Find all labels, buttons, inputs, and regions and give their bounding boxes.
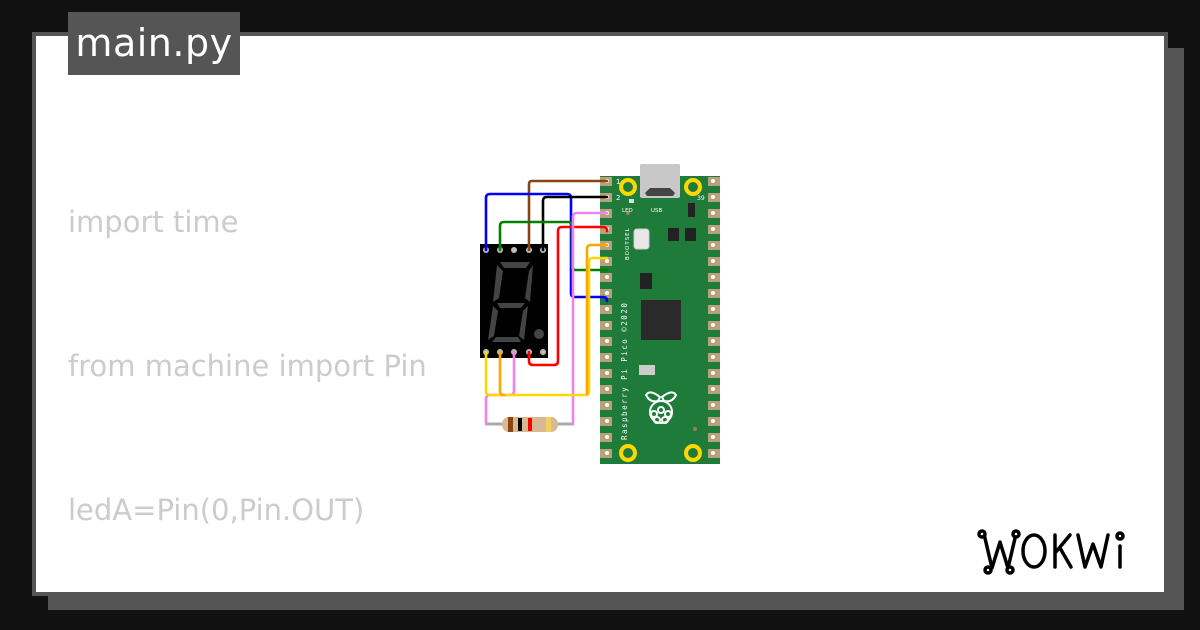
wire-brown [527,179,609,252]
svg-text:WOKWI: WOKWI [972,522,976,523]
file-tab[interactable]: main.py [68,12,240,75]
wires [484,179,609,426]
seven-segment-display [480,244,548,358]
wokwi-logo: WOKWI [972,522,1125,575]
svg-text:Raspberry Pi Pico ©2020: Raspberry Pi Pico ©2020 [620,302,629,440]
code-line: from machine import Pin [68,349,427,383]
pico-board: 1 2 39 LED USB BOOTSEL Raspberry Pi Pico… [600,164,720,464]
svg-text:39: 39 [697,195,705,202]
svg-text:LED: LED [622,208,633,214]
wire-black [541,195,609,252]
code-line: import time [68,205,239,239]
code-line: ledA=Pin(0,Pin.OUT) [68,493,365,527]
wire-orange [498,243,609,397]
svg-text:BOOTSEL: BOOTSEL [625,227,631,260]
card-body: import time from machine import Pin ledA… [36,36,1164,592]
resistor [486,417,574,432]
svg-text:USB: USB [651,208,663,214]
wire-red [527,225,609,367]
preview-card: import time from machine import Pin ledA… [32,32,1168,596]
circuit-diagram: 1 2 39 LED USB BOOTSEL Raspberry Pi Pico… [480,164,720,464]
code-listing: import time from machine import Pin ledA… [68,102,427,592]
svg-text:2: 2 [616,194,620,202]
svg-text:1: 1 [616,178,620,186]
